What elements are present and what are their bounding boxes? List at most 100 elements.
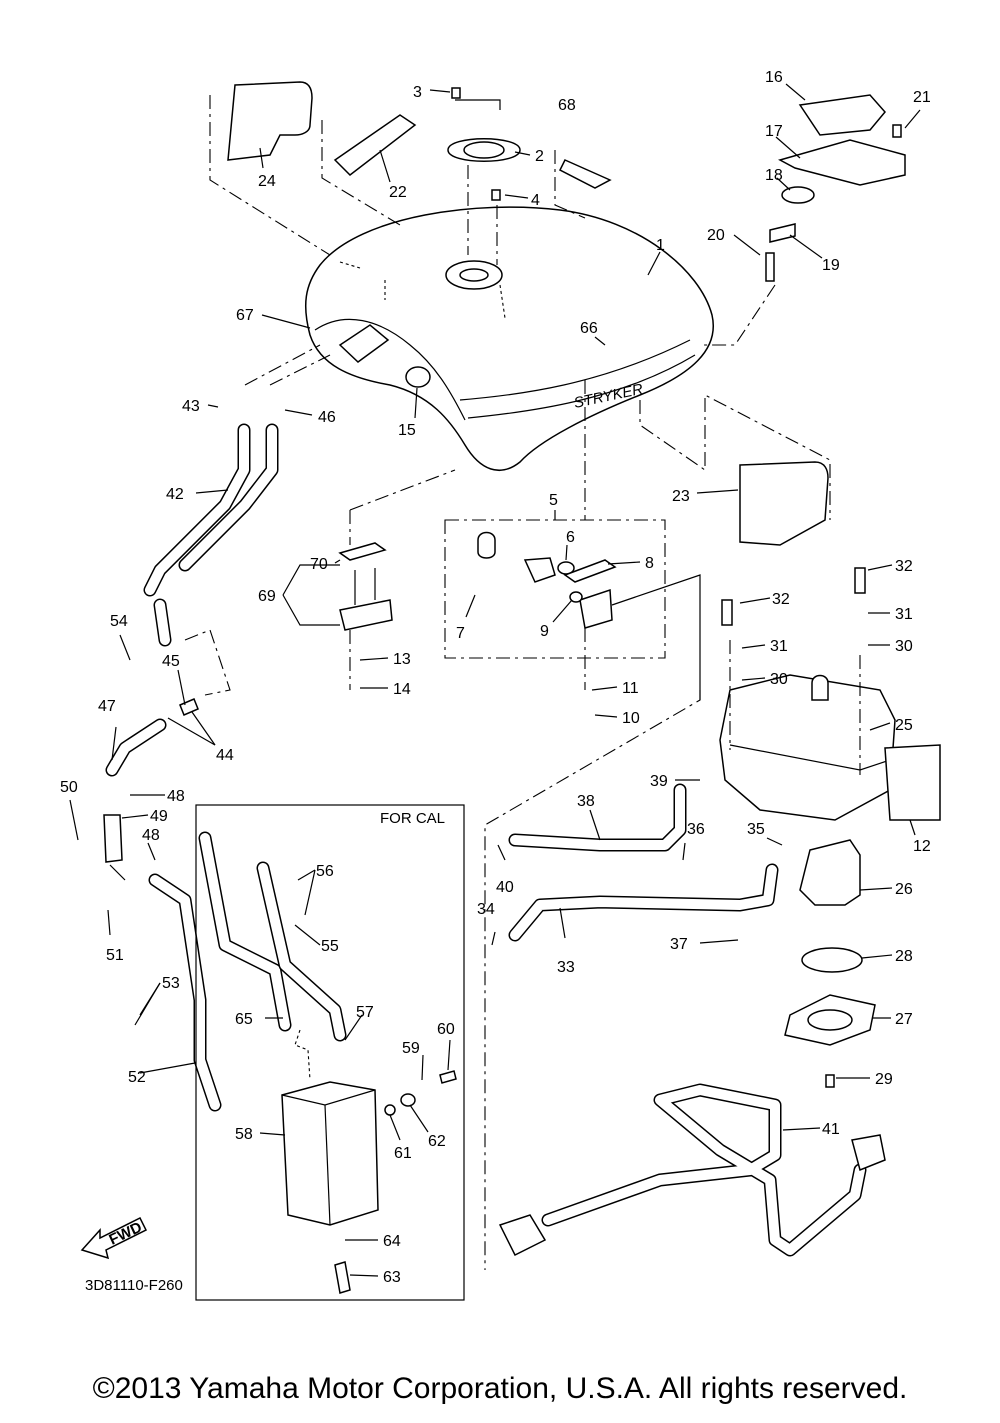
callout-52: 52 [128,1069,146,1086]
callout-48: 48 [167,788,185,805]
callout-6: 6 [566,529,575,546]
callout-19: 19 [822,257,840,274]
callout-3: 3 [413,84,422,101]
callout-24: 24 [258,173,276,190]
callout-25: 25 [895,717,913,734]
callout-44: 44 [216,747,234,764]
callout-42: 42 [166,486,184,503]
callout-1: 1 [656,237,665,254]
fuel-cock-group [444,380,701,700]
mount-bracket [700,94,906,346]
callout-5: 5 [549,492,558,509]
callout-69: 69 [258,588,276,605]
callout-55: 55 [321,938,339,955]
callout-65: 65 [235,1011,253,1028]
callout-51: 51 [106,947,124,964]
bracket-part-16 [798,94,886,136]
gasket-28 [801,947,863,973]
fuel-cap-assembly [447,87,521,265]
callout-32b: 32 [772,591,790,608]
callout-47: 47 [98,698,116,715]
callout-33: 33 [557,959,575,976]
copyright-notice: ©2013 Yamaha Motor Corporation, U.S.A. A… [92,1372,908,1405]
callout-66: 66 [580,320,598,337]
callout-34: 34 [477,901,495,918]
callout-40: 40 [496,879,514,896]
grommet-15 [405,366,431,388]
pads [209,81,831,546]
callout-31: 31 [895,606,913,623]
callout-31b: 31 [770,638,788,655]
callout-28: 28 [895,948,913,965]
callout-27: 27 [895,1011,913,1028]
leader-lines [69,83,921,1277]
sub-tank-group [719,567,941,1088]
collar-18 [781,186,815,204]
callout-64: 64 [383,1233,401,1250]
callout-10: 10 [622,710,640,727]
pad-24 [227,81,313,161]
callout-8: 8 [645,555,654,572]
fuel-tank-exploded-diagram: STRYKER [60,69,941,1301]
callout-57: 57 [356,1004,374,1021]
callout-59: 59 [402,1040,420,1057]
label-12 [884,744,941,821]
fwd-arrow: FWD [80,1216,148,1260]
callout-63: 63 [383,1269,401,1286]
callout-17: 17 [765,123,783,140]
callout-11: 11 [622,680,639,697]
left-lower-parts [103,814,222,1112]
callout-67: 67 [236,307,254,324]
callout-54: 54 [110,613,128,630]
drawing-code: 3D81110-F260 [85,1277,183,1294]
callout-50: 50 [60,779,78,796]
callout-37: 37 [670,936,688,953]
callout-39: 39 [650,773,668,790]
callout-36: 36 [687,821,705,838]
canister-58 [281,1081,379,1226]
callout-20: 20 [707,227,725,244]
callout-22: 22 [389,184,407,201]
pad-23 [739,461,829,546]
callout-16: 16 [765,69,783,86]
callout-15: 15 [398,422,416,439]
callout-13: 13 [393,651,411,668]
strainer-group [338,469,456,690]
bracket-part-17 [778,139,906,186]
callout-62: 62 [428,1133,446,1150]
callout-56: 56 [316,863,334,880]
callout-61: 61 [394,1145,412,1162]
callout-38: 38 [577,793,595,810]
callout-70: 70 [310,556,328,573]
callout-35: 35 [747,821,765,838]
callout-4: 4 [531,192,540,209]
callout-numbers: 1 2 3 4 5 6 7 8 9 10 11 12 13 14 15 16 1… [60,69,931,1286]
callout-46: 46 [318,409,336,426]
callout-14: 14 [393,681,411,698]
callout-32: 32 [895,558,913,575]
callout-49: 49 [150,808,168,825]
for-cal-frame [195,804,465,1301]
callout-45: 45 [162,653,180,670]
bolt-21 [892,124,902,138]
fuel-pump-26 [799,839,861,906]
callout-60: 60 [437,1021,455,1038]
callout-18: 18 [765,167,783,184]
callout-68: 68 [558,97,576,114]
callout-7: 7 [456,625,465,642]
callout-21: 21 [913,89,931,106]
callout-26: 26 [895,881,913,898]
callout-23: 23 [672,488,690,505]
callout-41: 41 [822,1121,840,1138]
bolt-20 [765,252,775,282]
callout-43: 43 [182,398,200,415]
pad-22 [333,114,417,176]
fwd-label: FWD [107,1219,145,1249]
callout-12: 12 [913,838,931,855]
callout-2: 2 [535,148,544,165]
filter-49 [103,814,123,863]
callout-53: 53 [162,975,180,992]
callout-9: 9 [540,623,549,640]
damper-19 [769,223,796,243]
